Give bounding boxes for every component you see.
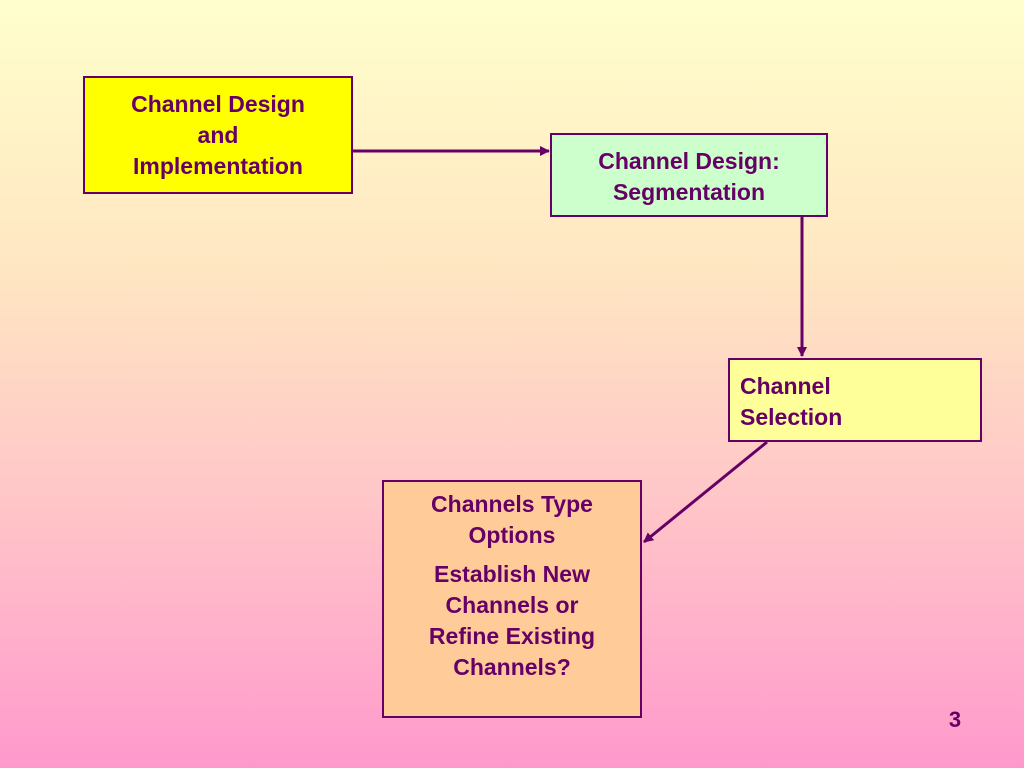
box-label-line: Selection — [740, 404, 843, 430]
box-label-line: Channels? — [453, 654, 571, 680]
box-label-line: Channel Design — [131, 91, 305, 117]
box-label-line: Establish New — [434, 561, 590, 587]
box-label-line: Segmentation — [612, 179, 766, 205]
box-label-line: and — [197, 122, 239, 148]
options-heading: Channels Type Options — [384, 489, 640, 551]
box-label-line: Refine Existing — [428, 623, 596, 649]
options-question: Establish New Channels or Refine Existin… — [384, 559, 640, 683]
box-label-line: Implementation — [133, 153, 303, 179]
box-label-line: Channel — [740, 373, 831, 399]
box-label-line: Channel Design: — [598, 148, 780, 174]
page-number: 3 — [948, 707, 962, 732]
box-channel-design-implementation: Channel Design and Implementation — [83, 76, 353, 194]
arrow-selection-to-options — [643, 440, 768, 544]
box-label-line: Channels Type — [431, 491, 593, 517]
box-channel-design-segmentation: Channel Design: Segmentation — [550, 133, 828, 217]
box-channels-type-options: Channels Type Options Establish New Chan… — [382, 480, 642, 718]
box-label-line: Options — [468, 522, 556, 548]
box-label-line: Channels or — [445, 592, 579, 618]
box-channel-selection: Channel Selection — [728, 358, 982, 442]
